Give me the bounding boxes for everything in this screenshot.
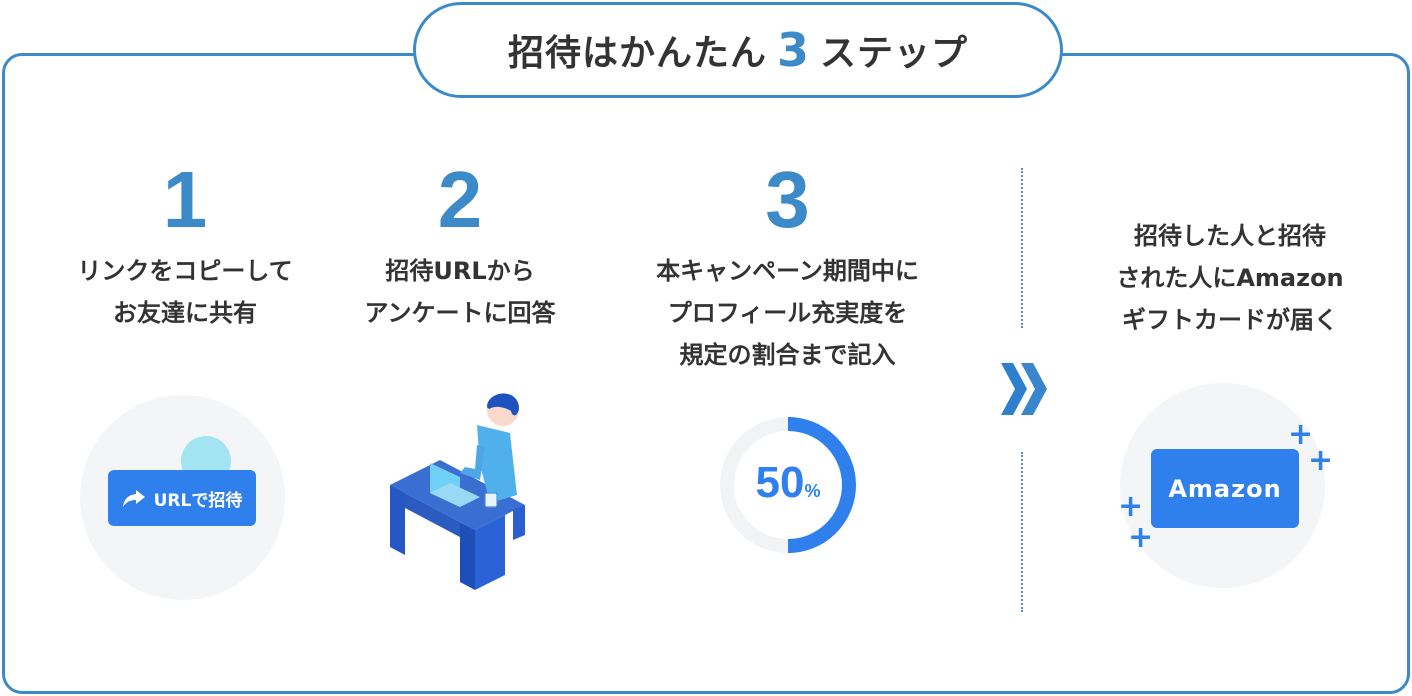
amazon-card-label: Amazon (1168, 474, 1282, 503)
plus-sparkle-icon: + (1288, 417, 1314, 452)
result-description: 招待した人と招待 された人にAmazon ギフトカードが届く (1080, 215, 1380, 341)
step-description: リンクをコピーして お友達に共有 (40, 250, 330, 334)
progress-unit: % (804, 481, 821, 501)
progress-number: 50 (755, 458, 805, 507)
step-1: 1 リンクをコピーして お友達に共有 (40, 160, 330, 334)
step-line: 規定の割合まで記入 (679, 341, 896, 369)
result-line: 招待した人と招待 (1134, 222, 1326, 250)
share-arrow-icon (122, 490, 145, 507)
step-description: 本キャンペーン期間中に プロフィール充実度を 規定の割合まで記入 (620, 250, 955, 376)
result-line: された人にAmazon (1116, 264, 1344, 292)
step-line: 本キャンペーン期間中に (656, 257, 919, 285)
step-line: お友達に共有 (113, 299, 257, 327)
plus-sparkle-icon: + (1128, 520, 1154, 555)
invite-url-label: URLで招待 (153, 490, 243, 511)
step-number: 1 (162, 155, 208, 244)
step-number: 3 (765, 155, 810, 244)
step-number: 2 (437, 155, 483, 244)
profile-progress-ring (720, 417, 856, 553)
divider-top (1021, 168, 1023, 328)
step-line: 招待URLから (385, 257, 535, 285)
step-3: 3 本キャンペーン期間中に プロフィール充実度を 規定の割合まで記入 (620, 160, 955, 376)
amazon-gift-card: Amazon (1151, 449, 1299, 528)
result-line: ギフトカードが届く (1122, 306, 1338, 334)
double-chevron-right-icon (1001, 363, 1047, 415)
title-number: 3 (776, 23, 810, 77)
divider-bottom (1021, 452, 1023, 612)
title-suffix: ステップ (820, 33, 969, 74)
step-2: 2 招待URLから アンケートに回答 (330, 160, 590, 334)
title-prefix: 招待はかんたん (507, 33, 767, 74)
invite-url-button[interactable]: URLで招待 (108, 470, 256, 526)
step-description: 招待URLから アンケートに回答 (330, 250, 590, 334)
person-at-desk-illustration (390, 393, 525, 590)
step-line: アンケートに回答 (364, 299, 556, 327)
progress-value: 50% (718, 458, 858, 508)
plus-sparkle-icon: + (1308, 443, 1334, 478)
step-line: プロフィール充実度を (667, 299, 908, 327)
step-line: リンクをコピーして (77, 257, 293, 285)
steps-panel (2, 53, 1410, 694)
page-title: 招待はかんたん 3 ステップ (413, 2, 1063, 98)
plus-sparkle-icon: + (1118, 489, 1144, 524)
